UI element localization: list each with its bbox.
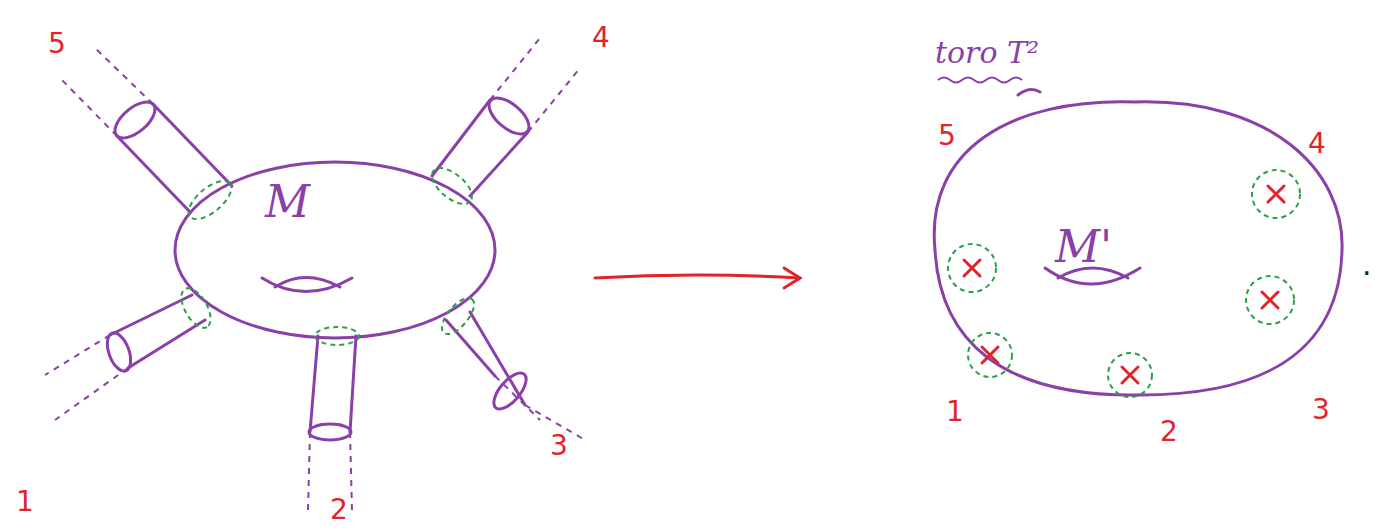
tube-number: 4 xyxy=(592,24,610,52)
tube-number: 3 xyxy=(550,432,568,460)
surface-region: M xyxy=(20,40,595,516)
tube-number: 2 xyxy=(330,496,348,524)
surface-name: M' xyxy=(1055,225,1112,269)
tube-number: 5 xyxy=(48,30,66,58)
tube-number: 5 xyxy=(938,122,956,150)
surface-name: M xyxy=(265,180,310,224)
tube-number: 1 xyxy=(16,488,34,516)
period-mark: . xyxy=(1362,250,1372,280)
tube-number: 1 xyxy=(946,398,964,426)
torus-region: toro T² M' xyxy=(800,30,1370,526)
tube-number: 3 xyxy=(1312,396,1330,424)
surface-title: toro T² xyxy=(935,38,1039,68)
map-arrow xyxy=(595,268,800,288)
tube-number: 2 xyxy=(1160,418,1178,446)
tube-number: 4 xyxy=(1308,130,1326,158)
